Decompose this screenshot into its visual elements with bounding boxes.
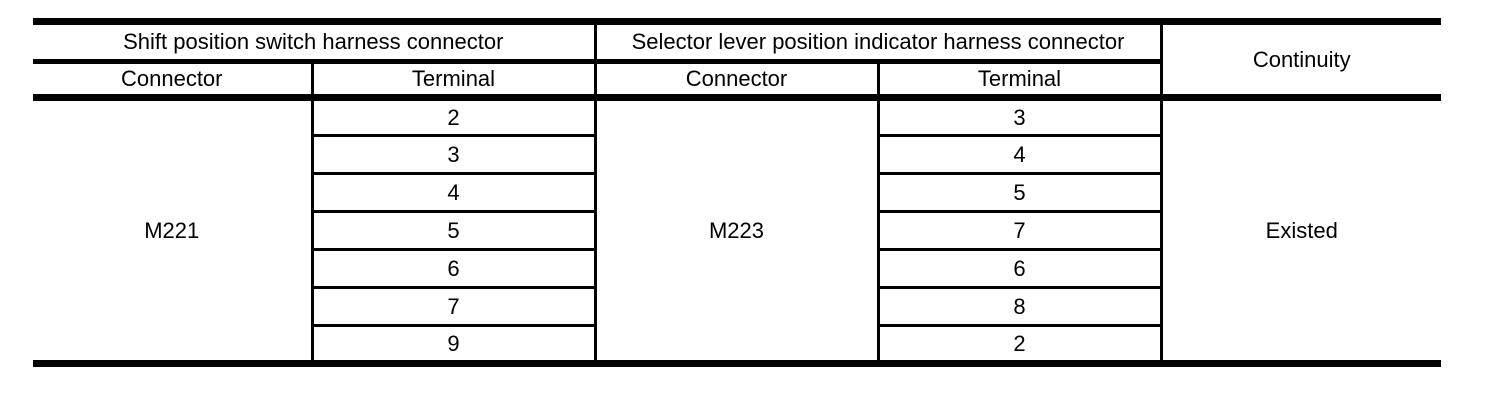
subheader-middle-terminal: Terminal [878, 61, 1163, 101]
cell-middle-terminal: 5 [878, 173, 1163, 213]
table-row: 6 6 [33, 249, 1441, 289]
table-row: 9 2 [33, 325, 1441, 365]
header-continuity: Continuity [1161, 21, 1441, 101]
table-row: 5 7 [33, 211, 1441, 251]
table-row: 7 8 [33, 287, 1441, 327]
subheader-middle-connector: Connector [595, 61, 880, 101]
cell-middle-terminal: 7 [878, 211, 1163, 251]
continuity-check-table: Shift position switch harness connector … [33, 18, 1441, 367]
cell-continuity-existed: Existed [1161, 97, 1441, 364]
header-row-subheaders: Connector Terminal Connector Terminal [33, 61, 1441, 101]
cell-middle-terminal: 2 [878, 325, 1163, 365]
header-shift-position-switch-group: Shift position switch harness connector [33, 21, 597, 64]
subheader-left-connector: Connector [33, 61, 314, 101]
cell-left-terminal: 5 [312, 211, 597, 251]
cell-left-terminal: 6 [312, 249, 597, 289]
cell-left-terminal: 4 [312, 173, 597, 213]
subheader-left-terminal: Terminal [312, 61, 597, 101]
table-row: M221 2 M223 3 Existed [33, 97, 1441, 364]
cell-middle-connector-m223: M223 [595, 97, 880, 364]
cell-middle-terminal: 4 [878, 135, 1163, 175]
table-row: 3 4 [33, 135, 1441, 175]
cell-left-terminal: 9 [312, 325, 597, 365]
header-selector-lever-indicator-group: Selector lever position indicator harnes… [595, 21, 1163, 64]
cell-left-connector-m221: M221 [33, 97, 314, 364]
cell-middle-terminal: 6 [878, 249, 1163, 289]
cell-left-terminal: 2 [312, 97, 597, 137]
cell-left-terminal: 3 [312, 135, 597, 175]
continuity-check-table-wrap: Shift position switch harness connector … [33, 18, 1441, 367]
header-row-groups: Shift position switch harness connector … [33, 21, 1441, 101]
cell-middle-terminal: 8 [878, 287, 1163, 327]
cell-left-terminal: 7 [312, 287, 597, 327]
cell-middle-terminal: 3 [878, 97, 1163, 137]
table-row: 4 5 [33, 173, 1441, 213]
